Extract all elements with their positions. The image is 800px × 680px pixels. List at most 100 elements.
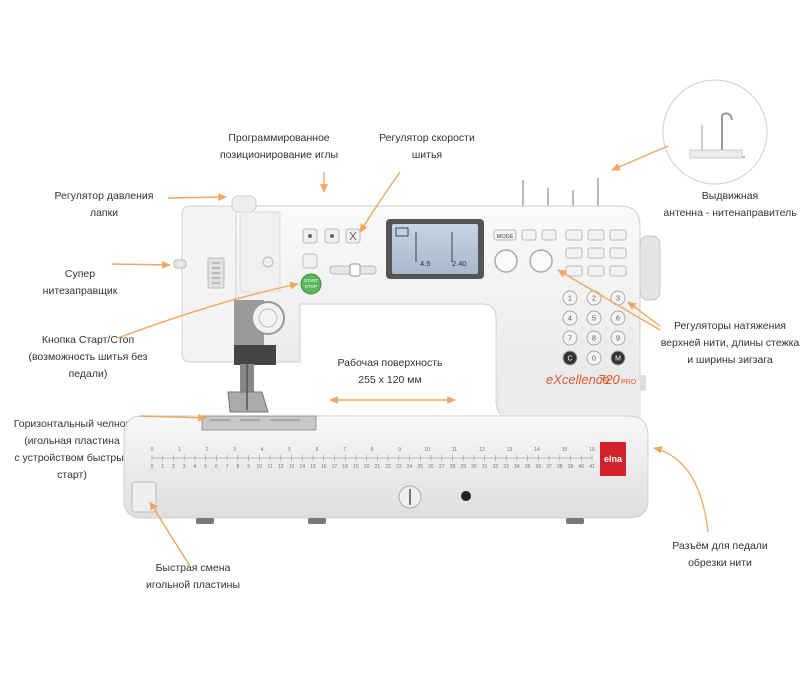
ruler-cm-label: 16 — [321, 464, 327, 470]
ruler-cm-label: 0 — [151, 464, 154, 470]
keypad-key-7[interactable] — [562, 330, 578, 346]
lcd-value-length: 2.40 — [452, 259, 467, 268]
ruler-cm-label: 21 — [375, 464, 381, 470]
keypad-key-label: M — [615, 356, 621, 363]
ruler-cm-label: 10 — [257, 464, 263, 470]
ruler-inch-label: 10 — [424, 447, 430, 453]
ruler-inch-label: 3 — [233, 447, 236, 453]
keypad-key-label: 9 — [616, 336, 620, 343]
ruler-inch-label: 1 — [178, 447, 181, 453]
function-button-1[interactable] — [521, 229, 537, 241]
label-antenna: Выдвижная антенна - нитенаправитель — [663, 190, 797, 219]
ruler-cm-label: 35 — [525, 464, 531, 470]
ruler-inch-label: 5 — [288, 447, 291, 453]
ruler-inch-label: 8 — [371, 447, 374, 453]
ruler-cm-label: 20 — [364, 464, 370, 470]
mode-label: MODE — [497, 234, 514, 240]
keypad-key-M[interactable] — [610, 350, 626, 366]
hand-wheel[interactable] — [639, 235, 661, 301]
keypad-key-C[interactable] — [562, 350, 578, 366]
ruler-cm-label: 2 — [172, 464, 175, 470]
ruler-inch-label: 15 — [562, 447, 568, 453]
ruler-cm-label: 13 — [289, 464, 295, 470]
antenna-inset — [662, 79, 768, 185]
lock-stitch-button[interactable] — [302, 253, 318, 269]
ruler-cm-label: 34 — [514, 464, 520, 470]
model-number: 720 — [598, 372, 620, 387]
keypad-key-5[interactable] — [586, 310, 602, 326]
keypad-key-label: 3 — [616, 296, 620, 303]
ruler-inch-label: 11 — [452, 447, 457, 453]
ruler-cm-label: 17 — [332, 464, 338, 470]
ruler-cm-label: 4 — [194, 464, 197, 470]
ruler-cm-label: 15 — [310, 464, 316, 470]
function-button-6[interactable] — [565, 247, 583, 259]
function-button-4[interactable] — [587, 229, 605, 241]
pedal-connector[interactable] — [461, 491, 471, 501]
function-button-7[interactable] — [587, 247, 605, 259]
label-start-stop: Кнопка Старт/Стоп (возможность шитья без… — [28, 334, 148, 380]
needle-plate-release[interactable] — [131, 481, 157, 513]
ruler-cm-label: 41 — [589, 464, 595, 470]
stitch-length-dial[interactable] — [529, 249, 553, 273]
ruler-cm-label: 6 — [215, 464, 218, 470]
threader-lever[interactable] — [173, 259, 187, 269]
ruler-cm-label: 25 — [418, 464, 424, 470]
ruler-cm-label: 33 — [503, 464, 509, 470]
model-suffix: PRO — [621, 379, 637, 386]
function-button-10[interactable] — [587, 265, 605, 277]
ruler-inch-label: 13 — [507, 447, 513, 453]
ruler-inch-label: 2 — [206, 447, 209, 453]
keypad-key-label: 2 — [592, 296, 596, 303]
start-label: START — [304, 278, 319, 283]
ruler-cm-label: 29 — [460, 464, 466, 470]
start-stop-button[interactable] — [300, 273, 322, 295]
function-button-3[interactable] — [565, 229, 583, 241]
function-button-8[interactable] — [609, 247, 627, 259]
ruler-inch-label: 7 — [343, 447, 346, 453]
stitch-width-dial[interactable] — [494, 249, 518, 273]
ruler-cm-label: 23 — [396, 464, 402, 470]
brand-block — [600, 442, 626, 476]
label-needle-plate-change: Быстрая смена игольной пластины — [145, 562, 240, 591]
mode-button[interactable] — [493, 229, 517, 241]
model-prefix: eXcellence — [546, 372, 610, 387]
ruler-inch-label: 6 — [316, 447, 319, 453]
label-work-surface: Рабочая поверхность 255 х 120 мм — [337, 357, 443, 386]
ruler-inch-label: 9 — [398, 447, 401, 453]
keypad-key-label: 7 — [568, 336, 572, 343]
ruler-cm-label: 39 — [568, 464, 574, 470]
keypad-key-label: 5 — [592, 316, 596, 323]
stop-label: STOP — [305, 284, 317, 289]
keypad-key-4[interactable] — [562, 310, 578, 326]
label-threader: Супер нитезаправщик — [42, 268, 118, 297]
ruler-cm-label: 31 — [482, 464, 488, 470]
lcd-screen[interactable] — [392, 224, 478, 274]
ruler-inch-label: 0 — [151, 447, 154, 453]
needle-plate — [201, 415, 317, 431]
keypad-key-8[interactable] — [586, 330, 602, 346]
label-presser-pressure: Регулятор давления лапки — [54, 190, 154, 219]
keypad-key-1[interactable] — [562, 290, 578, 306]
label-needle-position: Программированное позиционирование иглы — [219, 132, 338, 161]
keypad-key-9[interactable] — [610, 330, 626, 346]
ruler-cm-label: 22 — [385, 464, 391, 470]
keypad-key-label: 8 — [592, 336, 596, 343]
ruler-inch-label: 12 — [479, 447, 485, 453]
function-button-2[interactable] — [541, 229, 557, 241]
ruler-cm-label: 30 — [471, 464, 477, 470]
ruler-cm-label: 27 — [439, 464, 445, 470]
needle-position-knob[interactable] — [251, 301, 285, 335]
ruler-cm-label: 8 — [236, 464, 239, 470]
keypad-key-label: 6 — [616, 316, 620, 323]
function-button-5[interactable] — [609, 229, 627, 241]
speed-slider-handle[interactable] — [349, 263, 361, 277]
function-button-11[interactable] — [609, 265, 627, 277]
label-tension-regulators: Регуляторы натяжения верхней нити, длины… — [660, 320, 800, 366]
function-button-9[interactable] — [565, 265, 583, 277]
keypad-key-0[interactable] — [586, 350, 602, 366]
keypad-key-6[interactable] — [610, 310, 626, 326]
ruler-cm-label: 28 — [450, 464, 456, 470]
